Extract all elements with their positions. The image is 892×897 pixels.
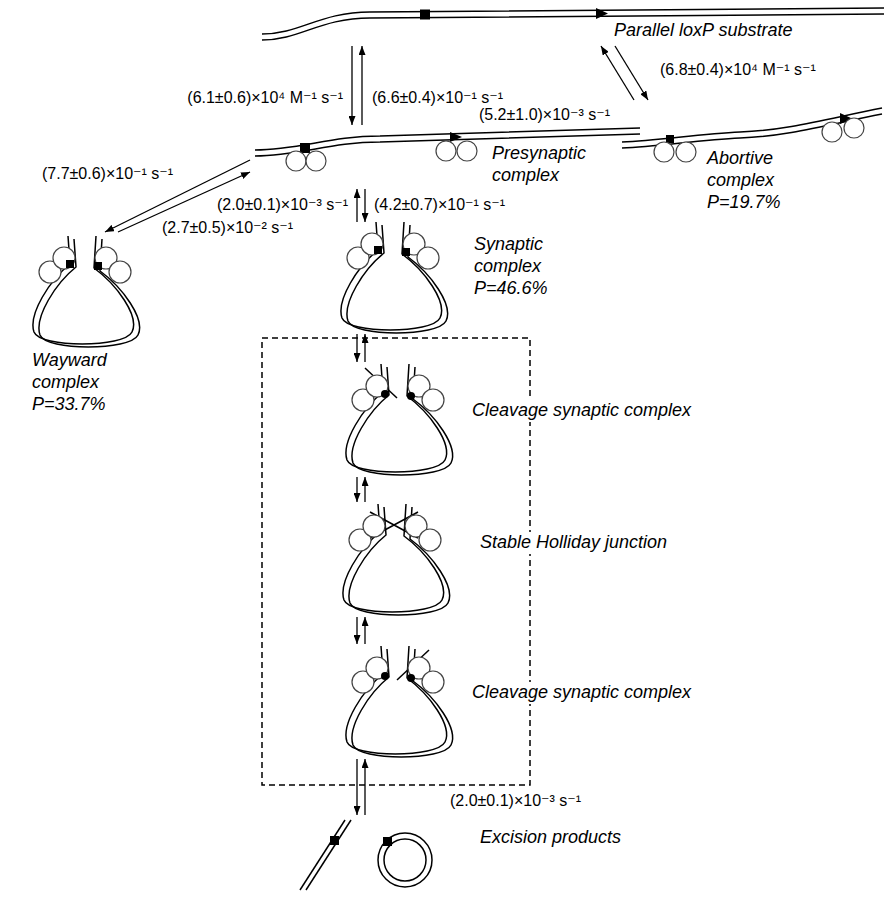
state-label: Abortive complex <box>705 148 776 191</box>
rate-constant: (5.2±1.0)×10⁻³ s⁻¹ <box>477 105 612 124</box>
synaptic-illustration <box>341 222 448 333</box>
state-label: Parallel loxP substrate <box>612 20 794 42</box>
rate-constant: (2.0±0.1)×10⁻³ s⁻¹ <box>448 791 583 810</box>
holliday-illustration <box>343 504 450 615</box>
loxp-site <box>300 143 310 153</box>
state-node: Wayward complexP=33.7% <box>20 232 150 418</box>
state-label: Stable Holliday junction <box>478 532 669 554</box>
rate-constant: (2.7±0.5)×10⁻² s⁻¹ <box>160 218 295 237</box>
reaction-arrow <box>356 477 357 502</box>
loxp-site <box>666 135 674 143</box>
cleavage-illustration <box>346 364 453 475</box>
state-label: Cleavage synaptic complex <box>470 400 693 422</box>
reaction-arrow <box>364 189 365 222</box>
reaction-arrow <box>364 477 365 502</box>
rate-constant: (6.8±0.4)×10⁴ M⁻¹ s⁻¹ <box>658 60 818 79</box>
state-label: Wayward complex <box>30 350 109 393</box>
state-label: Excision products <box>478 827 623 849</box>
reaction-arrow <box>364 334 365 362</box>
reaction-arrow <box>364 759 365 815</box>
excision-illustration <box>300 820 432 890</box>
state-label: Presynaptic complex <box>490 143 588 186</box>
state-node: Stable Holliday junction <box>325 502 672 617</box>
reaction-arrow <box>364 617 365 644</box>
rate-constant: (7.7±0.6)×10⁻¹ s⁻¹ <box>40 164 175 183</box>
loxp-site <box>383 837 392 846</box>
state-node: Excision products <box>295 815 626 895</box>
probability-label: P=33.7% <box>30 394 108 416</box>
reaction-arrow <box>615 46 648 100</box>
reaction-arrow <box>356 189 357 222</box>
state-node: Cleavage synaptic complex <box>330 644 696 759</box>
state-node: Abortive complexP=19.7% <box>620 100 884 216</box>
reaction-arrow <box>356 334 357 362</box>
probability-label: P=46.6% <box>472 278 550 300</box>
loxp-site <box>420 10 430 20</box>
wayward-illustration <box>33 236 140 347</box>
reaction-arrow <box>356 617 357 644</box>
loxp-site <box>450 132 462 142</box>
state-node: Parallel loxP substrate <box>262 2 885 46</box>
reaction-arrow <box>356 759 357 815</box>
loxp-site <box>330 836 339 845</box>
reaction-arrow <box>601 46 634 100</box>
cre-protein <box>286 141 477 171</box>
state-node: Presynaptic complex <box>250 125 645 189</box>
reaction-arrow <box>361 46 362 125</box>
cleavage-illustration <box>346 646 453 757</box>
reaction-arrow <box>351 46 352 125</box>
state-label: Cleavage synaptic complex <box>470 682 693 704</box>
rate-constant: (4.2±0.7)×10⁻¹ s⁻¹ <box>372 195 507 214</box>
state-node: Synaptic complexP=46.6% <box>325 222 570 334</box>
probability-label: P=19.7% <box>705 192 783 214</box>
rate-constant: (6.1±0.6)×10⁴ M⁻¹ s⁻¹ <box>185 88 345 107</box>
state-node: Cleavage synaptic complex <box>330 362 696 477</box>
rate-constant: (2.0±0.1)×10⁻³ s⁻¹ <box>215 195 350 214</box>
state-label: Synaptic complex <box>472 234 545 277</box>
loxp-site <box>596 8 608 19</box>
